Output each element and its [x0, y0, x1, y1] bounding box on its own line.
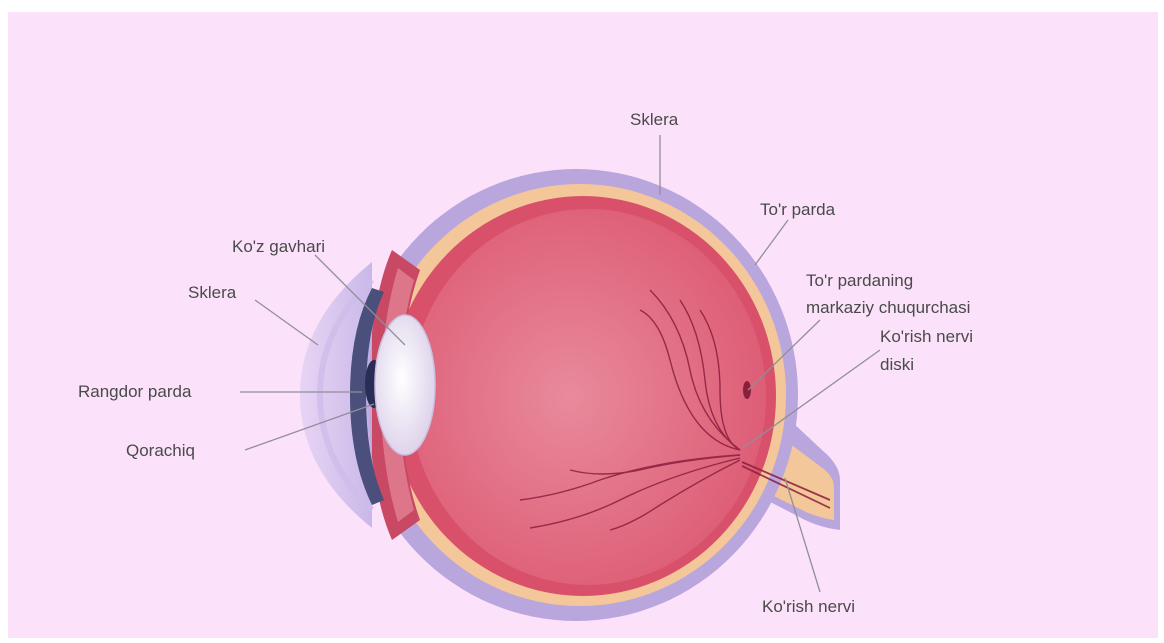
label-korish-nervi-diski-line1: Ko'rish nervi	[880, 327, 973, 346]
label-korish-nervi-diski-line2: diski	[880, 355, 914, 374]
leader-tor-parda	[755, 220, 788, 265]
label-tor-parda: To'r parda	[760, 200, 836, 219]
label-korish-nervi: Ko'rish nervi	[762, 597, 855, 616]
lens	[375, 315, 435, 455]
label-qorachiq: Qorachiq	[126, 441, 195, 460]
label-rangdor-parda: Rangdor parda	[78, 382, 192, 401]
leader-sklera-left	[255, 300, 318, 345]
label-sklera-left: Sklera	[188, 283, 237, 302]
vitreous-body	[410, 209, 766, 585]
label-koz-gavhari: Ko'z gavhari	[232, 237, 325, 256]
fovea	[743, 381, 751, 399]
label-tor-pardaning-line1: To'r pardaning	[806, 271, 913, 290]
label-tor-pardaning-line2: markaziy chuqurchasi	[806, 298, 970, 317]
label-sklera-top: Sklera	[630, 110, 679, 129]
